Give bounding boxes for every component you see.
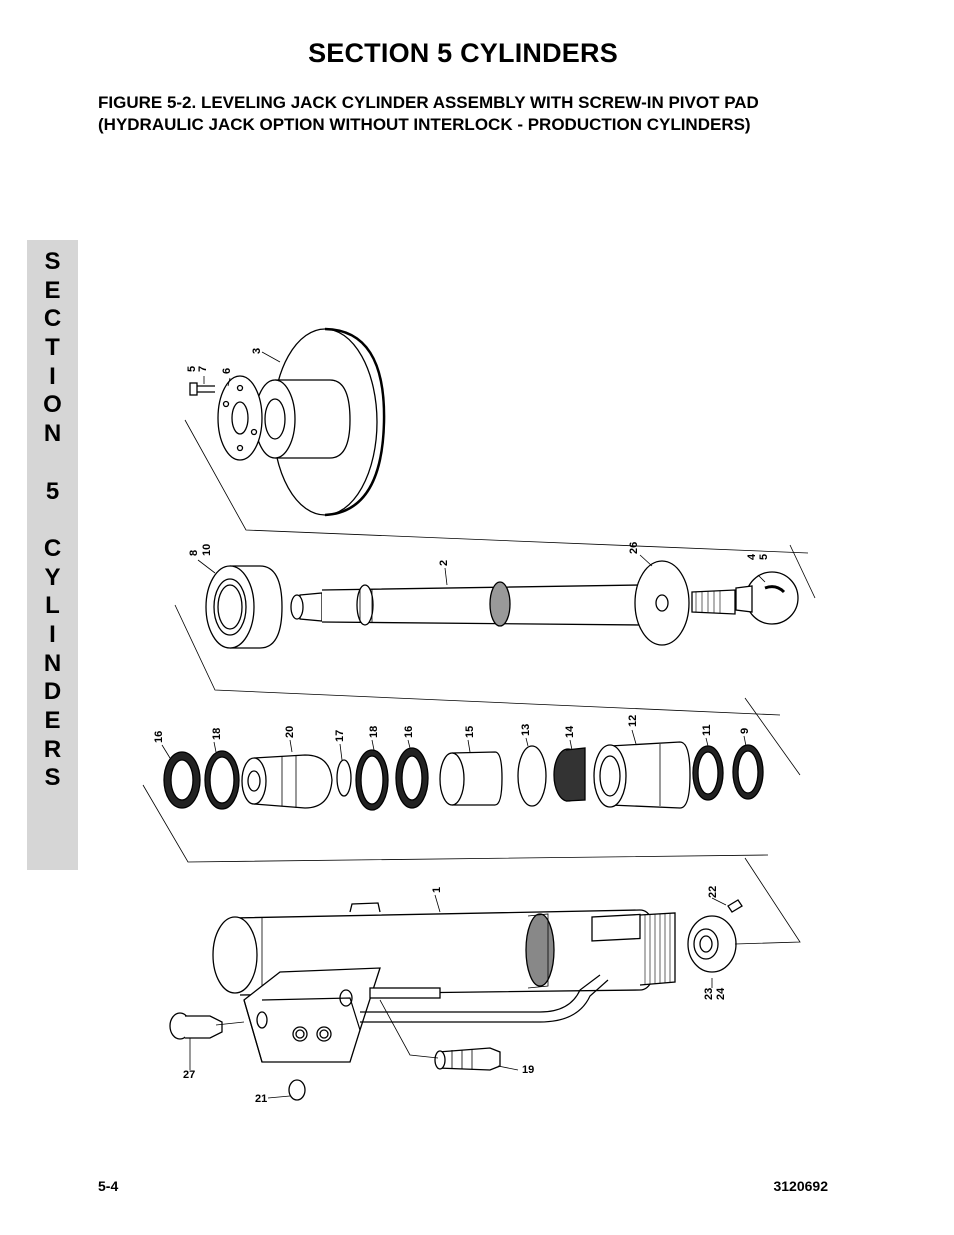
callout-20: 20	[284, 726, 296, 738]
callout-labels: 5 7 6 3 8 10 2 26 4 5 16 18 20 17 18 16 …	[153, 348, 770, 1105]
callout-13: 13	[520, 724, 532, 736]
document-number: 3120692	[773, 1178, 828, 1194]
side-tab-letters: S E C T I O N 5 C Y L I N D E R S	[27, 248, 78, 793]
callout-5a: 5	[186, 366, 198, 372]
o-ring-17	[336, 759, 352, 797]
pivot-pad-disk-edge	[324, 327, 386, 517]
callout-24: 24	[715, 987, 727, 1000]
side-tab-letter: T	[45, 334, 60, 362]
callout-15: 15	[464, 726, 476, 738]
rod-assembly-group	[174, 544, 816, 716]
callout-6: 6	[221, 368, 233, 374]
callout-12: 12	[627, 715, 639, 727]
side-tab-letter: R	[43, 735, 62, 763]
seal-group	[142, 697, 801, 863]
callout-17: 17	[334, 730, 346, 742]
callout-21: 21	[255, 1093, 267, 1105]
side-tab-letter: L	[45, 592, 60, 620]
callout-18-right: 18	[368, 726, 380, 738]
side-tab-letter: 5	[45, 477, 60, 505]
pivot-pad-group	[184, 327, 809, 554]
section-side-tab: S E C T I O N 5 C Y L I N D E R S	[27, 240, 78, 870]
callout-11: 11	[701, 724, 713, 736]
side-tab-letter: D	[43, 678, 62, 706]
callout-8: 8	[188, 550, 200, 556]
callout-7: 7	[197, 366, 209, 372]
barrel-lug	[349, 902, 381, 913]
side-tab-letter: E	[44, 707, 61, 734]
side-tab-letter: C	[43, 534, 62, 562]
barrel-end-cap	[212, 916, 258, 994]
side-tab-letter: N	[43, 420, 62, 448]
side-tab-letter: C	[43, 305, 62, 333]
side-tab-letter: Y	[44, 563, 61, 591]
page-number: 5-4	[98, 1178, 119, 1194]
o-ring-13	[517, 745, 547, 807]
plug-21	[288, 1079, 306, 1101]
hydraulic-tube	[360, 974, 601, 1013]
side-tab-letter: E	[44, 276, 61, 304]
callout-16-left: 16	[153, 731, 165, 743]
callout-2: 2	[438, 560, 450, 566]
callout-3: 3	[251, 348, 263, 354]
callout-10: 10	[201, 544, 213, 556]
side-tab-letter: N	[43, 649, 62, 677]
callout-9: 9	[739, 728, 751, 734]
side-tab-letter: S	[44, 248, 61, 275]
callout-19: 19	[522, 1064, 534, 1076]
check-valve-19	[437, 1047, 501, 1071]
head-nut-face	[205, 565, 255, 649]
side-tab-letter: O	[43, 391, 62, 419]
section-title: SECTION 5 CYLINDERS	[308, 38, 618, 68]
barrel-group	[169, 857, 801, 1101]
callout-4: 4	[746, 553, 758, 560]
callout-26: 26	[628, 542, 640, 554]
grease-fitting	[727, 899, 743, 913]
side-tab-letter: S	[44, 764, 61, 792]
pivot-bolt	[196, 385, 215, 393]
pivot-pad-boss	[275, 379, 351, 459]
callout-14: 14	[564, 725, 576, 738]
callout-23: 23	[703, 988, 715, 1000]
callout-27: 27	[183, 1069, 195, 1081]
figure-caption: FIGURE 5-2. LEVELING JACK CYLINDER ASSEM…	[98, 93, 759, 134]
callout-16-right: 16	[403, 726, 415, 738]
gland-12	[609, 741, 691, 809]
side-tab-letter: I	[49, 362, 56, 390]
barrel-thread	[639, 912, 676, 986]
callout-1: 1	[431, 887, 443, 893]
spacer-15	[451, 751, 503, 806]
rod-stud	[691, 589, 736, 615]
piston-20	[253, 754, 333, 809]
callout-5b: 5	[758, 554, 770, 560]
callout-18-left: 18	[211, 728, 223, 740]
rod-ball-end	[745, 571, 799, 625]
rod-wear-ring	[489, 581, 511, 627]
barrel-port-boss	[591, 913, 641, 942]
callout-22: 22	[707, 886, 719, 898]
side-tab-letter: I	[49, 620, 56, 648]
